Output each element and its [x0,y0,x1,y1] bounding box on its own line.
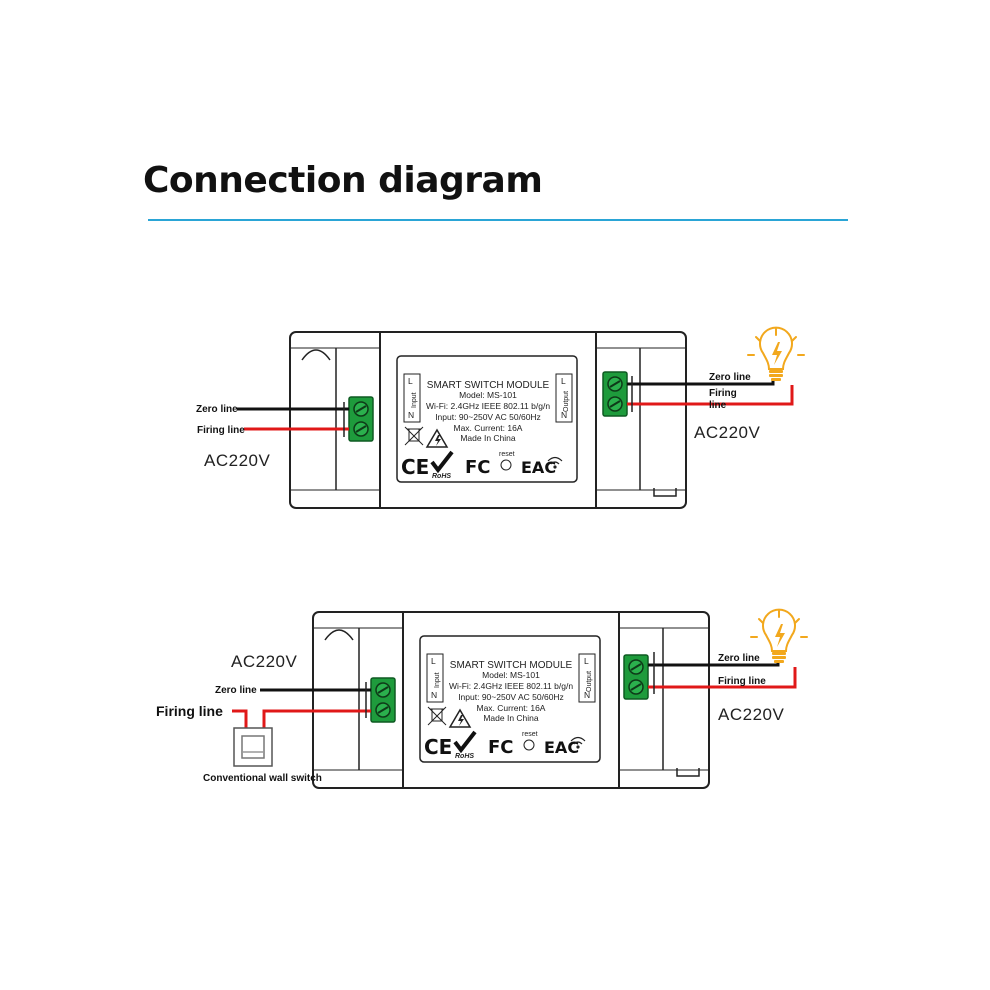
reset-button-icon[interactable] [523,739,535,751]
fc-mark: FC [488,737,514,758]
output-word: Output [586,671,593,692]
label-input: Input: 90~250V AC 50/60Hz [458,692,564,702]
high-voltage-icon [425,428,449,448]
label-title: SMART SWITCH MODULE [450,660,573,671]
input-l: L [408,376,413,386]
right-firing-label: Firing line [718,676,766,687]
page-title: Connection diagram [143,160,543,201]
reset-text: reset [522,731,538,738]
label-title: SMART SWITCH MODULE [427,380,550,391]
right-zero-label: Zero line [709,372,751,383]
title-rule [148,219,848,221]
wifi-icon [547,456,563,469]
output-n: N [584,690,590,700]
module-label: L N Input L N Output SMART SWITCH MODULE… [419,635,601,763]
label-model: Model: MS-101 [482,670,540,680]
input-n: N [408,410,414,420]
eac-mark: EAC [521,458,556,477]
label-model: Model: MS-101 [459,390,517,400]
output-l: L [561,376,566,386]
label-current: Max. Current: 16A [454,423,523,433]
input-word: Input [411,392,418,408]
eac-mark: EAC [544,738,579,757]
diagram-1: L N Input L N Output SMART SWITCH MODULE… [196,326,805,509]
weee-bin-icon [427,706,447,726]
wifi-icon [570,736,586,749]
left-firing-label: Firing line [156,703,223,719]
rohs-mark: RoHS [455,753,474,760]
reset-button-icon[interactable] [500,459,512,471]
input-l: L [431,656,436,666]
right-zero-label: Zero line [718,653,760,664]
left-zero-label: Zero line [215,685,257,696]
right-firing-label-2: line [709,400,727,411]
label-origin: Made In China [483,713,539,723]
module-label: L N Input L N Output SMART SWITCH MODULE… [396,355,578,483]
output-l: L [584,656,589,666]
reset-text: reset [499,451,515,458]
module-housing [312,611,710,789]
label-wifi: Wi-Fi: 2.4GHz IEEE 802.11 b/g/n [449,681,573,691]
output-word: Output [563,391,570,412]
right-firing-label-1: Firing [709,388,737,399]
left-firing-label: Firing line [197,425,245,436]
label-wifi: Wi-Fi: 2.4GHz IEEE 802.11 b/g/n [426,401,550,411]
wall-switch-icon[interactable] [233,727,273,767]
check-mark [453,730,477,754]
wires [237,376,794,437]
high-voltage-icon [448,708,472,728]
ce-mark: CE [424,735,452,759]
left-zero-label: Zero line [196,404,238,415]
input-terminal [370,677,396,723]
ce-mark: CE [401,455,429,479]
input-word: Input [434,672,441,688]
diagram-2: L N Input L N Output SMART SWITCH MODULE… [156,608,808,789]
label-input: Input: 90~250V AC 50/60Hz [435,412,541,422]
output-terminal [623,654,649,700]
right-voltage-label: AC220V [694,423,760,442]
rohs-mark: RoHS [432,473,451,480]
switch-label: Conventional wall switch [203,773,322,784]
right-voltage-label: AC220V [718,705,784,724]
input-n: N [431,690,437,700]
label-current: Max. Current: 16A [477,703,546,713]
check-mark [430,450,454,474]
input-terminal [348,396,374,442]
output-n: N [561,410,567,420]
output-terminal [602,371,628,417]
fc-mark: FC [465,457,491,478]
module-housing [289,331,687,509]
bulb-icon [747,326,805,382]
label-origin: Made In China [460,433,516,443]
left-voltage-label: AC220V [204,451,270,470]
weee-bin-icon [404,426,424,446]
left-voltage-label: AC220V [231,652,297,671]
